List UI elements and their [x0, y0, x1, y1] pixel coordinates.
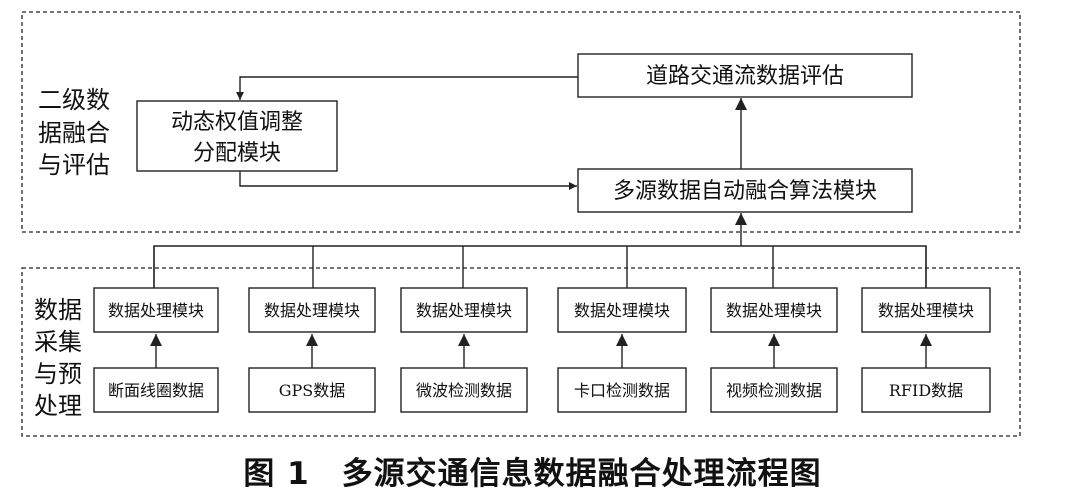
traffic-flow-evaluation-label: 道路交通流数据评估: [646, 64, 844, 89]
processing-module-label: 数据处理模块: [878, 301, 974, 320]
processing-module-label: 数据处理模块: [726, 301, 822, 320]
processing-module-label: 数据处理模块: [108, 301, 204, 320]
data-source-label: 视频检测数据: [726, 381, 822, 400]
level1-side-label-line: 处理: [34, 392, 82, 420]
processing-module-box: [248, 287, 376, 333]
level2-side-label-line: 与评估: [38, 151, 110, 179]
column-4: 数据处理模块 卡口检测数据: [557, 246, 687, 413]
column-1: 数据处理模块 断面线圈数据: [93, 246, 219, 413]
column-3: 数据处理模块 微波检测数据: [400, 246, 528, 413]
figure-caption: 图 1 多源交通信息数据融合处理流程图: [243, 456, 822, 492]
dynamic-weight-module-label-line: 动态权值调整: [171, 110, 303, 135]
processing-module-box: [557, 287, 687, 333]
traffic-flow-evaluation-box: [577, 53, 913, 98]
data-source-label: RFID数据: [889, 381, 963, 400]
level2-side-label-line: 二级数: [38, 86, 110, 114]
column-5: 数据处理模块 视频检测数据: [710, 246, 838, 413]
processing-module-box: [861, 287, 991, 333]
processing-module-label: 数据处理模块: [264, 301, 360, 320]
level1-side-label-line: 采集: [34, 328, 82, 356]
data-source-label: GPS数据: [279, 381, 346, 400]
processing-module-box: [93, 287, 219, 333]
processing-module-label: 数据处理模块: [416, 301, 512, 320]
data-source-box: [861, 367, 991, 413]
dynamic-weight-module-box: [136, 100, 338, 172]
data-source-box: [93, 367, 219, 413]
data-source-box: [557, 367, 687, 413]
level2-side-label-line: 据融合: [38, 119, 110, 147]
processing-module-label: 数据处理模块: [574, 301, 670, 320]
processing-module-box: [710, 287, 838, 333]
evaluation-to-weight-arrow: [236, 76, 578, 100]
processing-bus-line: [153, 245, 927, 288]
level1-side-label-line: 与预: [34, 360, 82, 388]
weight-to-fusion-arrow: [239, 171, 577, 190]
level1-side-label: 数据 采集 与预 处理: [34, 296, 82, 420]
fusion-algorithm-module-box: [577, 168, 913, 213]
data-source-box: [400, 367, 528, 413]
level2-fusion-group: [21, 11, 1021, 233]
flowchart-diagram: 二级数 据融合 与评估 道路交通流数据评估 动态权值调整 分配模块 多源数据自动…: [21, 11, 1021, 437]
dynamic-weight-module-label-line: 分配模块: [193, 141, 281, 166]
column-6: 数据处理模块 RFID数据: [861, 246, 991, 413]
data-source-label: 微波检测数据: [416, 381, 512, 400]
fusion-algorithm-module-label: 多源数据自动融合算法模块: [613, 179, 877, 204]
level1-collection-group: [21, 267, 1021, 437]
processing-module-box: [400, 287, 528, 333]
data-source-label: 卡口检测数据: [574, 381, 670, 400]
data-source-label: 断面线圈数据: [108, 381, 204, 400]
column-2: 数据处理模块 GPS数据: [248, 246, 376, 413]
level1-side-label-line: 数据: [34, 296, 82, 324]
level2-side-label: 二级数 据融合 与评估: [38, 86, 110, 179]
data-source-box: [248, 367, 376, 413]
data-source-box: [710, 367, 838, 413]
